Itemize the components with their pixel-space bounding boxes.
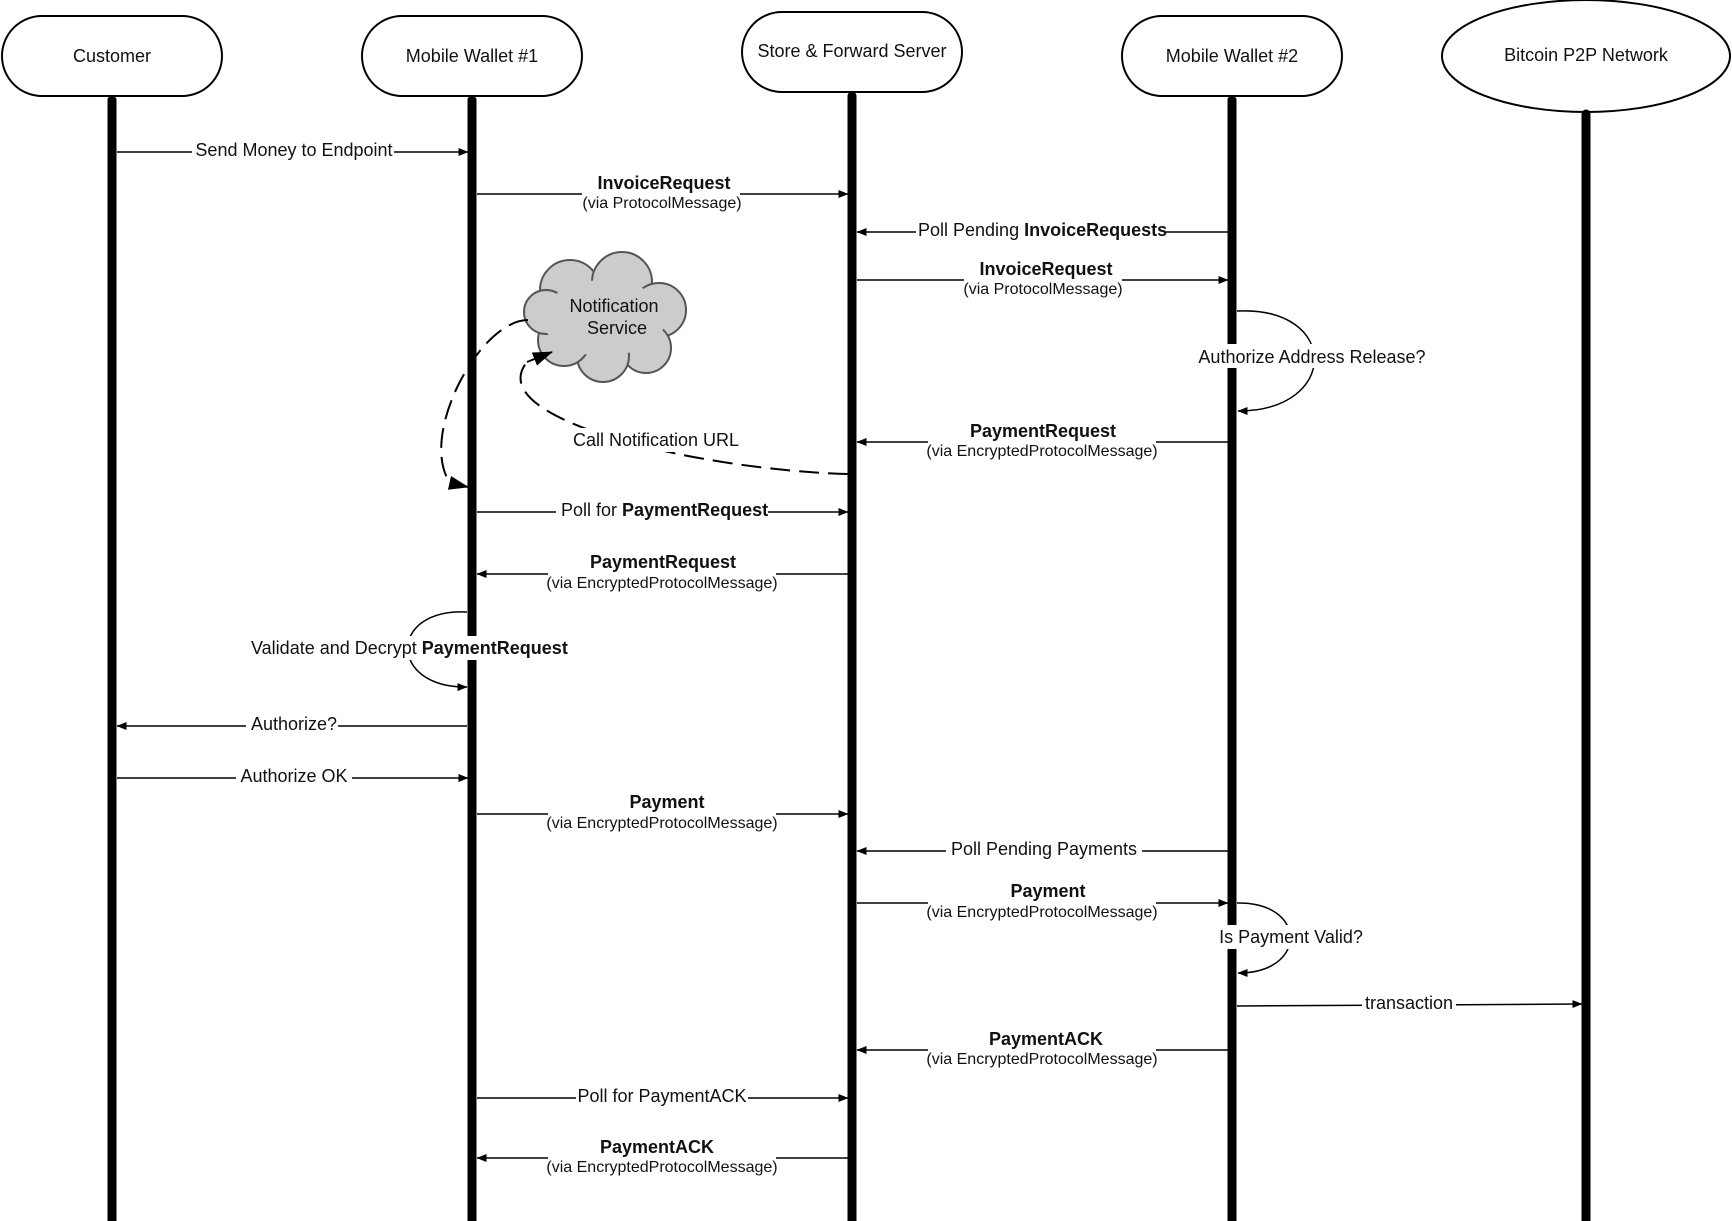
notification-service-label-line2: Service <box>587 318 647 338</box>
actor-bitcoin-p2p-network: Bitcoin P2P Network <box>1441 0 1731 113</box>
message-payment-2: Payment (via EncryptedProtocolMessage) <box>857 881 1229 923</box>
message-invoice-request-2: InvoiceRequest (via ProtocolMessage) <box>857 258 1229 300</box>
label-poll-payment-ack: Poll for PaymentACK <box>577 1086 746 1106</box>
label-payment-1: Payment <box>629 792 704 812</box>
message-authorize-question: Authorize? <box>116 712 467 736</box>
arrowhead-call-notification <box>526 351 553 366</box>
message-poll-payment-ack: Poll for PaymentACK <box>477 1084 849 1108</box>
label-poll-pending-payments: Poll Pending Payments <box>951 839 1137 859</box>
sublabel-payment-request-2: (via EncryptedProtocolMessage) <box>546 575 777 592</box>
sublabel-payment-1: (via EncryptedProtocolMessage) <box>546 815 777 832</box>
label-send-money: Send Money to Endpoint <box>195 140 392 160</box>
message-payment-request-2: PaymentRequest (via EncryptedProtocolMes… <box>476 552 848 594</box>
sublabel-payment-ack-2: (via EncryptedProtocolMessage) <box>546 1159 777 1176</box>
message-transaction: transaction <box>1236 991 1583 1015</box>
message-call-notification-url: Call Notification URL <box>519 351 849 475</box>
label-authorize-address-release: Authorize Address Release? <box>1198 347 1425 367</box>
actor-store-forward-server-label: Store & Forward Server <box>757 41 946 61</box>
lifelines <box>107 91 1591 1221</box>
notification-service-label-line1: Notification <box>569 296 658 316</box>
message-notification-push <box>440 319 529 490</box>
message-authorize-ok: Authorize OK <box>117 764 469 788</box>
actor-customer-label: Customer <box>73 46 151 66</box>
message-poll-pending-payments: Poll Pending Payments <box>856 837 1228 861</box>
label-payment-ack-1: PaymentACK <box>989 1029 1103 1049</box>
sublabel-payment-2: (via EncryptedProtocolMessage) <box>926 904 1157 921</box>
label-validate-decrypt: Validate and Decrypt PaymentRequest <box>251 638 568 658</box>
label-payment-2: Payment <box>1010 881 1085 901</box>
label-payment-ack-2: PaymentACK <box>600 1137 714 1157</box>
label-transaction: transaction <box>1365 993 1453 1013</box>
message-poll-payment-request: Poll for PaymentRequest <box>477 498 849 522</box>
label-authorize-ok: Authorize OK <box>240 766 347 786</box>
notification-service-cloud: Notification Service <box>523 251 687 383</box>
label-payment-request-1: PaymentRequest <box>970 421 1116 441</box>
message-poll-pending-invoice: Poll Pending InvoiceRequests <box>856 218 1228 242</box>
sublabel-payment-ack-1: (via EncryptedProtocolMessage) <box>926 1051 1157 1068</box>
message-payment-request-1: PaymentRequest (via EncryptedProtocolMes… <box>856 420 1228 462</box>
message-is-payment-valid: Is Payment Valid? <box>1218 902 1368 977</box>
actor-bitcoin-p2p-network-label: Bitcoin P2P Network <box>1504 45 1669 65</box>
actor-store-forward-server: Store & Forward Server <box>741 11 963 93</box>
sublabel-invoice-request-1: (via ProtocolMessage) <box>582 195 741 212</box>
label-invoice-request-1: InvoiceRequest <box>597 173 730 193</box>
message-send-money: Send Money to Endpoint <box>117 138 469 162</box>
message-payment-1: Payment (via EncryptedProtocolMessage) <box>477 792 849 834</box>
actor-mobile-wallet-1: Mobile Wallet #1 <box>361 15 583 97</box>
sublabel-invoice-request-2: (via ProtocolMessage) <box>963 281 1122 298</box>
dashed-call-notification <box>519 361 849 475</box>
message-invoice-request-1: InvoiceRequest (via ProtocolMessage) <box>477 172 849 214</box>
actor-mobile-wallet-2: Mobile Wallet #2 <box>1121 15 1343 97</box>
actor-mobile-wallet-2-label: Mobile Wallet #2 <box>1166 46 1298 66</box>
message-payment-ack-2: PaymentACK (via EncryptedProtocolMessage… <box>476 1136 848 1178</box>
message-authorize-address-release: Authorize Address Release? <box>1198 310 1428 415</box>
sublabel-payment-request-1: (via EncryptedProtocolMessage) <box>926 443 1157 460</box>
arrowhead-notification-push <box>447 476 469 490</box>
label-authorize-question: Authorize? <box>251 714 337 734</box>
message-validate-decrypt: Validate and Decrypt PaymentRequest <box>249 611 571 692</box>
label-invoice-request-2: InvoiceRequest <box>979 259 1112 279</box>
label-is-payment-valid: Is Payment Valid? <box>1219 927 1363 947</box>
label-payment-request-2: PaymentRequest <box>590 552 736 572</box>
dashed-notification-push <box>440 319 529 484</box>
label-poll-payment-request: Poll for PaymentRequest <box>561 500 768 520</box>
message-payment-ack-1: PaymentACK (via EncryptedProtocolMessage… <box>856 1028 1228 1070</box>
label-call-notification-url: Call Notification URL <box>573 430 739 450</box>
actor-mobile-wallet-1-label: Mobile Wallet #1 <box>406 46 538 66</box>
label-poll-pending-invoice: Poll Pending InvoiceRequests <box>918 220 1167 240</box>
actor-customer: Customer <box>1 15 223 97</box>
